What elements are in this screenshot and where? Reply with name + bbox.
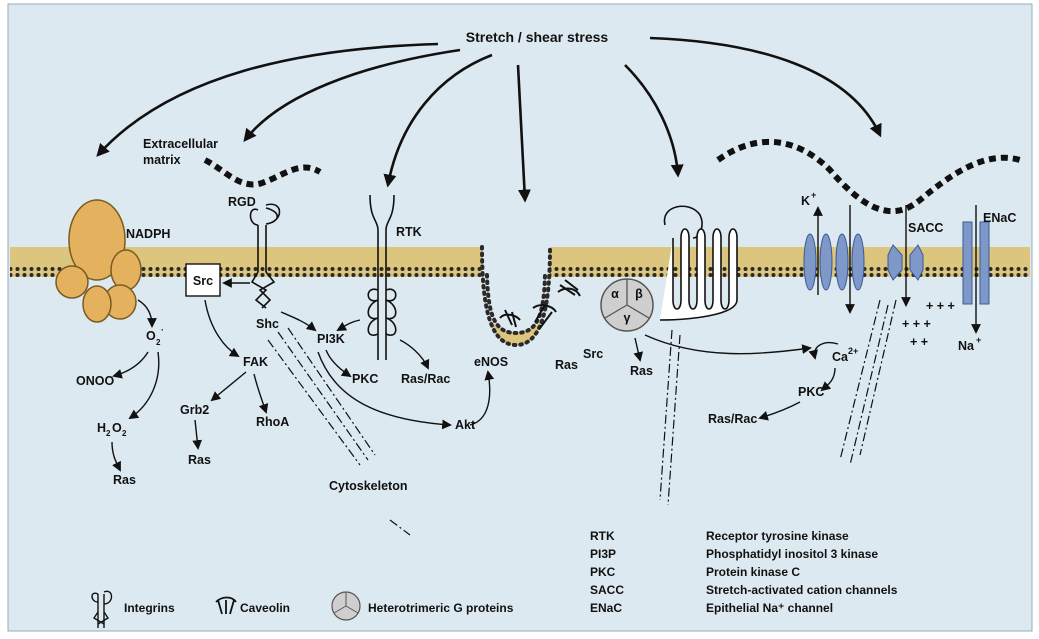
o2-sup: · [161,325,164,335]
src-caveola-label: Src [583,347,603,361]
extracellular-label: Extracellular [143,137,218,151]
o2-label: O [146,329,156,343]
ca-label: Ca [832,350,849,364]
legend-g-proteins-label: Heterotrimeric G proteins [368,601,514,615]
legend-full-0: Receptor tyrosine kinase [706,529,849,543]
rgd-label: RGD [228,195,256,209]
enos-label: eNOS [474,355,508,369]
rtk-label: RTK [396,225,422,239]
cations-plus-2: + + + [902,317,931,331]
ras-caveola-label: Ras [555,358,578,372]
h2o2-h: H [97,421,106,435]
legend-full-3: Stretch-activated cation channels [706,583,898,597]
src-box-label: Src [193,274,213,288]
g-beta-label: β [635,287,643,301]
cytoskeleton-label: Cytoskeleton [329,479,408,493]
akt-label: Akt [455,418,476,432]
ras-h2o2-label: Ras [113,473,136,487]
k-label: K [801,194,810,208]
matrix-label: matrix [143,153,181,167]
legend-full-4: Epithelial Na⁺ channel [706,601,833,615]
g-protein-legend-icon [332,592,360,620]
legend-integrins-label: Integrins [124,601,175,615]
h2o2-o: O [112,421,122,435]
legend-abbr-3: SACC [590,583,624,597]
h2o2-sub1: 2 [106,429,111,438]
nadph-label: NADPH [126,227,170,241]
k-sup: + [811,190,816,200]
pkc-left-label: PKC [352,372,378,386]
pkc-right-label: PKC [798,385,824,399]
ras-rac-left-label: Ras/Rac [401,372,450,386]
legend-abbr-1: PI3P [590,547,616,561]
na-label: Na [958,339,975,353]
cations-plus-3: + + [910,335,928,349]
fak-label: FAK [243,355,268,369]
ras-rac-right-label: Ras/Rac [708,412,757,426]
pi3k-label: PI3K [317,332,345,346]
h2o2-sub2: 2 [122,429,127,438]
onoo-label: ONOO [76,374,114,388]
sacc-label: SACC [908,221,943,235]
g-gamma-label: γ [624,311,631,325]
ca-sup: 2+ [848,346,858,356]
legend-abbr-2: PKC [590,565,616,579]
ras-grb2-label: Ras [188,453,211,467]
o2-sub: 2 [156,338,161,347]
stimulus-label: Stretch / shear stress [466,29,609,45]
grb2-label: Grb2 [180,403,209,417]
na-sup: + [976,335,981,345]
legend-full-2: Protein kinase C [706,565,800,579]
legend-full-1: Phosphatidyl inositol 3 kinase [706,547,878,561]
ras-g-label: Ras [630,364,653,378]
rhoa-label: RhoA [256,415,289,429]
legend-abbr-4: ENaC [590,601,622,615]
enac-label: ENaC [983,211,1016,225]
shc-label: Shc [256,317,279,331]
cations-plus: + + + [926,299,955,313]
legend-abbr-0: RTK [590,529,615,543]
legend-caveolin-label: Caveolin [240,601,290,615]
g-alpha-label: α [611,287,619,301]
